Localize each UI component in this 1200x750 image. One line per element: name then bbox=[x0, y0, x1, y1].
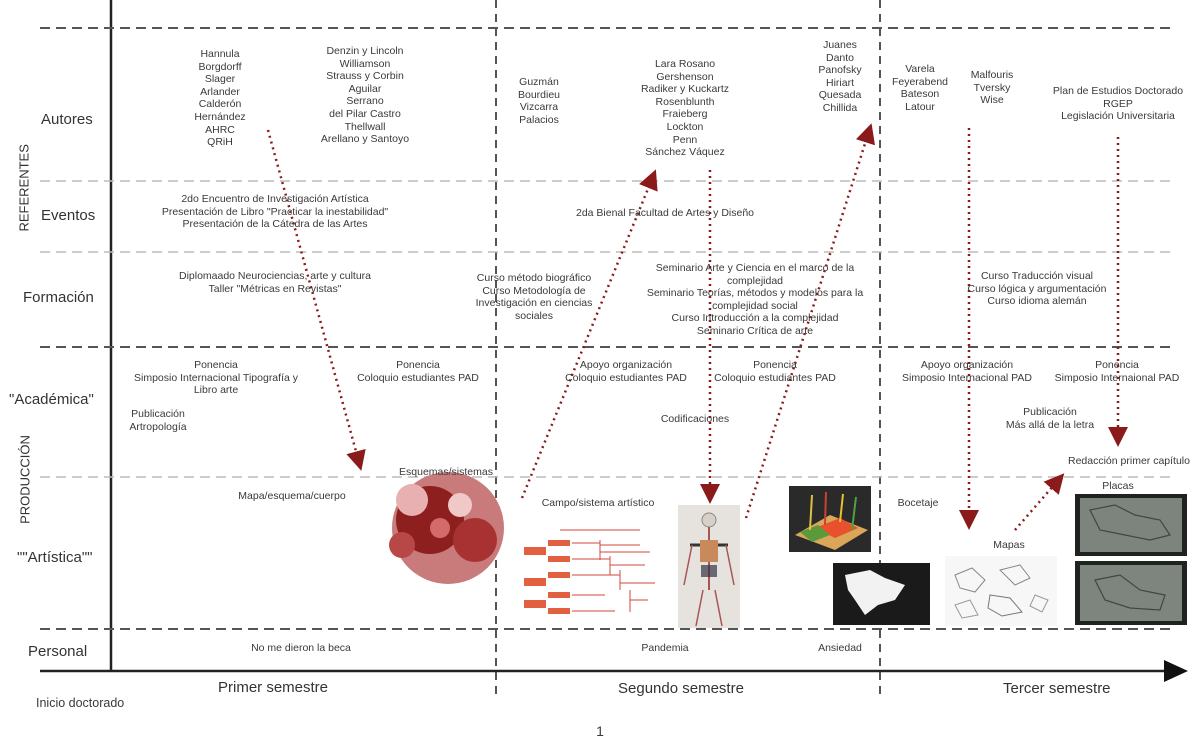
row-label-artistica: ""Artística"" bbox=[17, 549, 93, 566]
artistic-item-6: Placas bbox=[1102, 480, 1134, 492]
academic-item-3: Publicación Artropología bbox=[129, 408, 187, 433]
semester-label-2: Segundo semestre bbox=[618, 680, 744, 697]
artistic-item-4: Bocetaje bbox=[897, 497, 939, 509]
events-group-2: 2da Bienal Facultad de Artes y Diseño bbox=[575, 207, 755, 219]
authors-group-8: Plan de Estudios Doctorado RGEP Legislac… bbox=[1052, 85, 1184, 123]
authors-group-1: Hannula Borgdorff Slager Arlander Calder… bbox=[194, 48, 246, 149]
group-label-referentes: REFERENTES bbox=[16, 144, 32, 232]
skeleton-image bbox=[678, 505, 740, 628]
axis-start-label: Inicio doctorado bbox=[36, 696, 125, 710]
group-label-produccion: PRODUCCIÓN bbox=[17, 435, 33, 524]
map-sketches-image bbox=[945, 556, 1057, 626]
authors-group-3: Guzmán Bourdieu Vizcarra Palacios bbox=[517, 76, 561, 126]
personal-item-1: No me dieron la beca bbox=[251, 642, 351, 654]
row-label-formacion: Formación bbox=[23, 289, 94, 306]
events-group-1: 2do Encuentro de Investigación Artística… bbox=[161, 193, 389, 231]
flowchart-image bbox=[518, 528, 658, 623]
row-label-eventos: Eventos bbox=[41, 207, 96, 224]
plate-image-1 bbox=[1075, 494, 1187, 556]
arrow-esqueleto-to-autores bbox=[744, 123, 875, 519]
authors-group-2: Denzin y Lincoln Williamson Strauss y Co… bbox=[320, 45, 410, 146]
artistic-item-2: Esquemas/sistemas bbox=[399, 466, 493, 478]
personal-item-3: Ansiedad bbox=[818, 642, 862, 654]
training-group-1: Diplomaado Neurociencias, arte y cultura… bbox=[178, 270, 371, 295]
arrow-mapas-to-redaccion bbox=[1014, 473, 1065, 531]
academic-item-5: Ponencia Coloquio estudiantes PAD bbox=[714, 359, 836, 384]
time-axis-arrowhead bbox=[1164, 660, 1188, 682]
academic-item-6: Codificaciones bbox=[660, 413, 730, 425]
training-group-4: Curso Traducción visual Curso lógica y a… bbox=[967, 270, 1107, 308]
semester-label-1: Primer semestre bbox=[218, 679, 329, 696]
arrow-campo-to-autores bbox=[520, 169, 658, 499]
academic-item-1: Ponencia Simposio Internacional Tipograf… bbox=[133, 359, 298, 397]
arrows bbox=[266, 123, 1128, 531]
artistic-item-5: Mapas bbox=[993, 539, 1025, 551]
sculpture-image bbox=[789, 486, 871, 552]
semester-label-3: Tercer semestre bbox=[1003, 680, 1111, 697]
academic-item-8: Ponencia Simposio Internaional PAD bbox=[1054, 359, 1180, 384]
academic-item-7: Apoyo organización Simposio Internaciona… bbox=[902, 359, 1032, 384]
artistic-item-3: Campo/sistema artístico bbox=[541, 497, 655, 509]
academic-item-10: Redacción primer capítulo bbox=[1068, 455, 1190, 467]
esquemas-circles-image bbox=[389, 472, 504, 584]
training-group-3: Seminario Arte y Ciencia en el marco de … bbox=[646, 262, 864, 337]
row-label-autores: Autores bbox=[41, 111, 93, 128]
black-map-image bbox=[833, 563, 930, 625]
personal-item-2: Pandemia bbox=[641, 642, 689, 654]
arrow-autores-to-esquemas bbox=[266, 129, 366, 471]
academic-item-2: Ponencia Coloquio estudiantes PAD bbox=[357, 359, 479, 384]
training-group-2: Curso método biográfico Curso Metodologí… bbox=[475, 272, 593, 322]
plate-image-2 bbox=[1075, 561, 1187, 625]
authors-group-7: Malfouris Tversky Wise bbox=[970, 69, 1014, 107]
artistic-item-1: Mapa/esquema/cuerpo bbox=[238, 490, 346, 502]
authors-group-4: Lara Rosano Gershenson Radiker y Kuckart… bbox=[640, 58, 730, 159]
row-label-personal: Personal bbox=[28, 643, 88, 660]
row-label-academica: "Académica" bbox=[9, 391, 94, 408]
academic-item-4: Apoyo organización Coloquio estudiantes … bbox=[565, 359, 687, 384]
authors-group-6: Varela Feyerabend Bateson Latour bbox=[891, 63, 949, 113]
page-number: 1 bbox=[596, 723, 604, 739]
academic-item-9: Publicación Más allá de la letra bbox=[1005, 406, 1095, 431]
authors-group-5: Juanes Danto Panofsky Hiriart Quesada Ch… bbox=[818, 39, 862, 114]
